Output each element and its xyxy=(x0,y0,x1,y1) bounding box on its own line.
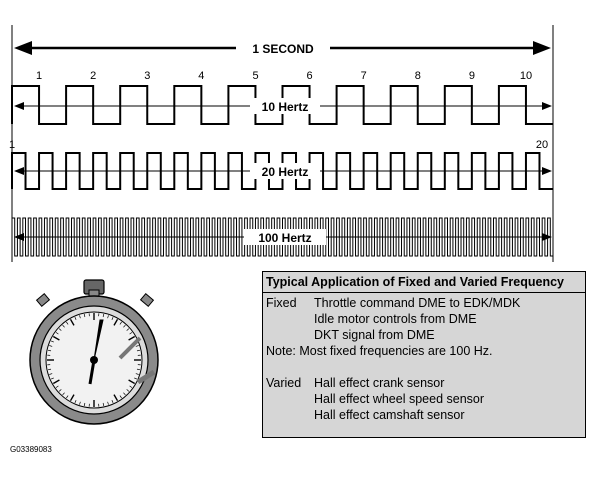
fixed-row-2: Idle motor controls from DME xyxy=(266,311,582,327)
watch-dial-tick xyxy=(58,389,62,392)
fixed-row-1: Fixed Throttle command DME to EDK/MDK xyxy=(266,295,582,311)
watch-dial-tick xyxy=(119,395,122,399)
watch-dial-tick xyxy=(79,401,81,405)
fixed-item: DKT signal from DME xyxy=(314,328,435,342)
one-second-arrowhead-right xyxy=(533,41,551,55)
varied-row-2: Hall effect wheel speed sensor xyxy=(266,391,582,407)
watch-dial-tick xyxy=(123,392,126,396)
figure-id: G03389083 xyxy=(10,445,52,454)
watch-dial-tick xyxy=(134,377,138,380)
watch-dial-tick xyxy=(111,316,114,320)
twenty-hertz-waveform xyxy=(11,152,553,190)
fixed-item: Idle motor controls from DME xyxy=(314,312,477,326)
watch-dial-tick xyxy=(135,345,139,347)
watch-dial-tick xyxy=(128,335,136,341)
varied-item: Hall effect crank sensor xyxy=(314,376,445,390)
watch-dial-tick xyxy=(66,321,69,325)
watch-dial-tick xyxy=(55,332,59,335)
hundred-hertz-waveform xyxy=(11,217,553,257)
watch-dial-tick xyxy=(74,400,77,404)
fixed-item: Throttle command DME to EDK/MDK xyxy=(314,296,521,310)
watch-dial-tick xyxy=(62,392,65,396)
watch-dial-tick xyxy=(136,368,141,371)
varied-row-1: Varied Hall effect crank sensor xyxy=(266,375,582,391)
watch-dial-tick xyxy=(55,385,59,388)
note-row: Note: Most fixed frequencies are 100 Hz. xyxy=(266,343,582,359)
twenty-hertz-wave-path xyxy=(11,152,553,190)
twenty-hertz-label: 20 Hertz xyxy=(262,165,309,179)
application-info-box: Typical Application of Fixed and Varied … xyxy=(262,271,586,438)
watch-dial-tick xyxy=(69,394,75,402)
watch-dial-tick xyxy=(62,324,65,328)
ten-hertz-tick-number: 8 xyxy=(415,70,421,82)
ten-hertz-tick-number: 9 xyxy=(469,70,475,82)
fixed-category-label: Fixed xyxy=(266,296,297,310)
ten-hertz-tick-number: 5 xyxy=(252,70,258,82)
watch-dial-tick xyxy=(52,335,60,341)
watch-dial-tick xyxy=(111,400,114,404)
watch-dial-tick xyxy=(66,395,69,399)
ten-hertz-tick-number: 7 xyxy=(361,70,367,82)
ten-hertz-tick-number: 3 xyxy=(144,70,150,82)
watch-dial-tick xyxy=(47,349,52,352)
watch-dial-tick xyxy=(74,316,77,320)
ten-hertz-wave-path xyxy=(11,85,553,125)
watch-dial-tick xyxy=(129,332,133,335)
ten-hertz-tick-number: 6 xyxy=(307,70,313,82)
watch-dial-tick xyxy=(107,401,109,405)
watch-dial-tick xyxy=(52,379,60,385)
varied-item: Hall effect camshaft sensor xyxy=(314,408,465,422)
watch-dial-tick xyxy=(79,315,81,319)
ten-hertz-tick-number: 4 xyxy=(198,70,204,82)
varied-category-label: Varied xyxy=(266,376,302,390)
info-box-body: Fixed Throttle command DME to EDK/MDK Id… xyxy=(263,293,585,425)
ten-hertz-waveform xyxy=(11,85,553,125)
twenty-hertz-tick-end: 20 xyxy=(536,139,548,151)
watch-dial-tick xyxy=(69,318,75,326)
one-second-arrowhead-left xyxy=(14,41,32,55)
watch-dial-tick xyxy=(119,321,122,325)
varied-row-3: Hall effect camshaft sensor xyxy=(266,407,582,423)
watch-dial-tick xyxy=(136,349,141,352)
watch-dial-tick xyxy=(83,313,86,318)
hundred-hertz-span-arrow xyxy=(14,229,552,245)
watch-dial-tick xyxy=(102,313,105,318)
fixed-row-3: DKT signal from DME xyxy=(266,327,582,343)
watch-dial-tick xyxy=(113,394,119,402)
watch-dial-tick xyxy=(128,379,136,385)
ten-hertz-tick-number: 2 xyxy=(90,70,96,82)
info-box-title: Typical Application of Fixed and Varied … xyxy=(263,272,585,293)
one-second-label: 1 SECOND xyxy=(252,42,314,56)
watch-dial-tick xyxy=(47,368,52,371)
watch-dial-tick xyxy=(126,328,130,331)
varied-item: Hall effect wheel speed sensor xyxy=(314,392,485,406)
fixed-note: Note: Most fixed frequencies are 100 Hz. xyxy=(266,344,493,358)
ten-hertz-label: 10 Hertz xyxy=(262,100,309,114)
hundred-hertz-label: 100 Hertz xyxy=(258,231,311,245)
watch-dial-tick xyxy=(126,389,130,392)
ten-hertz-tick-numbers: 1 2 3 4 5 6 7 8 9 10 xyxy=(36,70,532,82)
watch-dial-tick xyxy=(102,402,105,407)
hundred-hertz-wave-path xyxy=(11,217,553,257)
watch-dial-tick xyxy=(123,324,126,328)
ten-hertz-tick-number: 10 xyxy=(520,70,532,82)
ten-hertz-span-arrow xyxy=(14,98,552,114)
ten-hertz-tick-number: 1 xyxy=(36,70,42,82)
twenty-hertz-span-arrow xyxy=(14,163,552,179)
watch-dial-tick xyxy=(58,328,62,331)
watch-dial-tick xyxy=(107,315,109,319)
watch-dial-tick xyxy=(50,340,54,343)
stopwatch-icon xyxy=(29,279,159,425)
watch-dial-tick xyxy=(129,385,133,388)
watch-dial-tick xyxy=(83,402,86,407)
watch-dial-tick xyxy=(49,345,53,347)
watch-dial-tick xyxy=(113,318,119,326)
twenty-hertz-tick-start: 1 xyxy=(9,139,15,151)
watch-dial-tick xyxy=(135,373,139,375)
watch-dial-tick xyxy=(50,377,54,380)
watch-dial-tick xyxy=(49,373,53,375)
